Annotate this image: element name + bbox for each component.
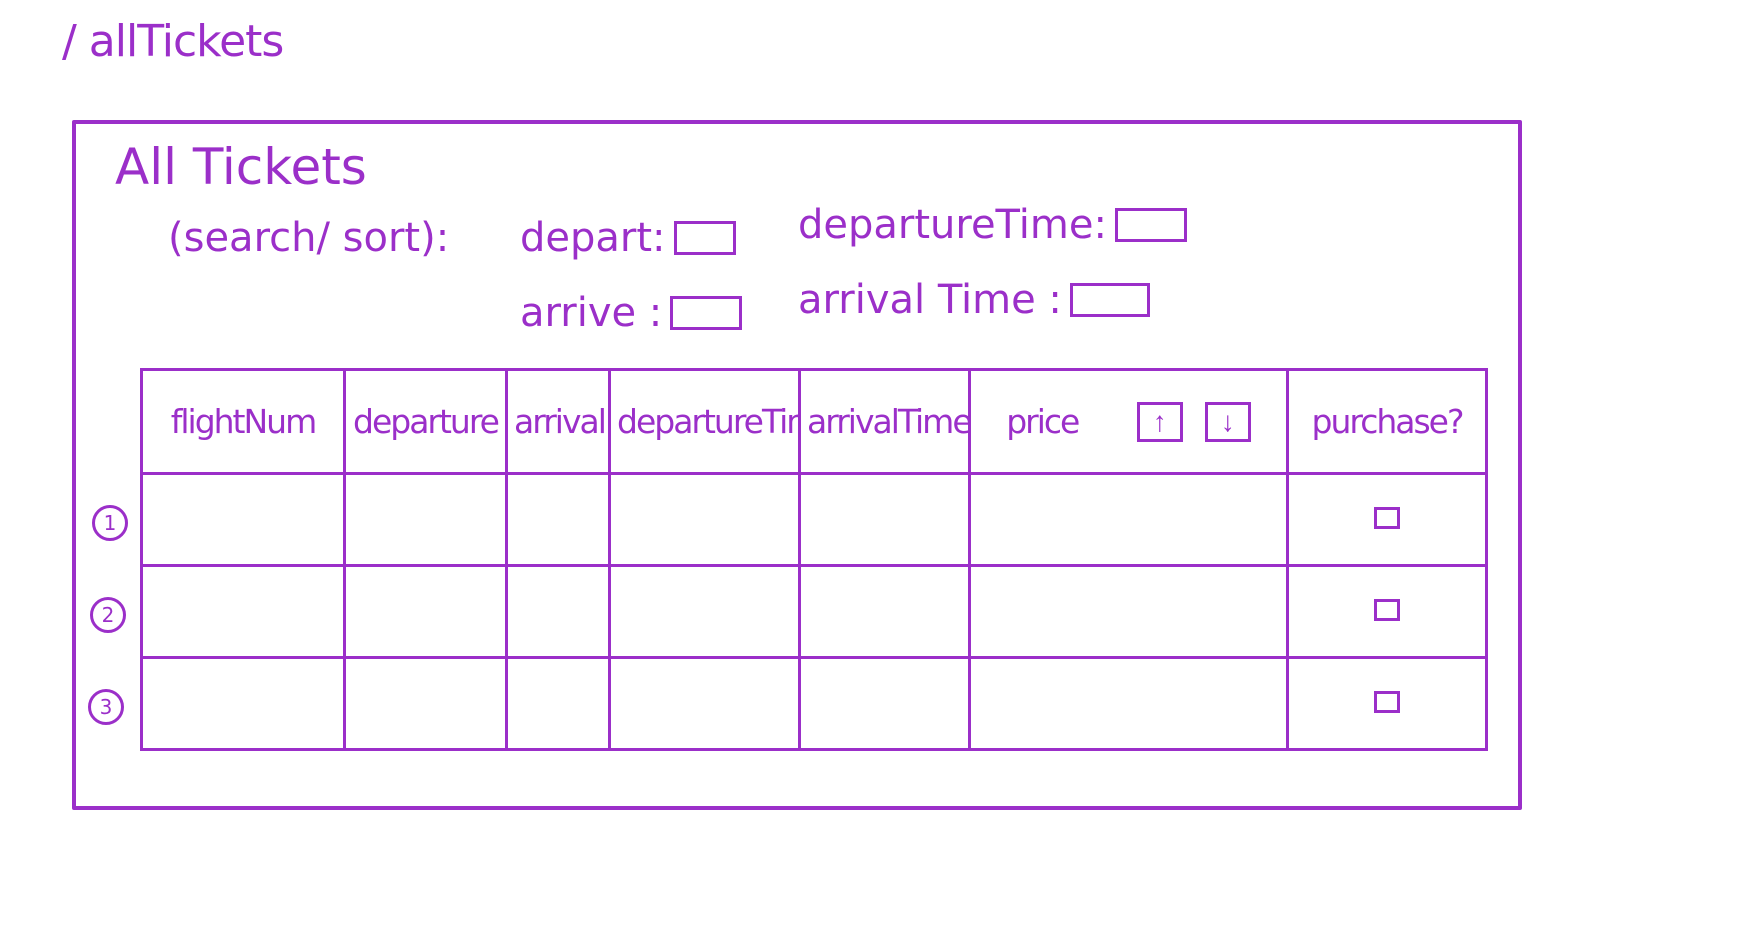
page-title: All Tickets bbox=[115, 138, 367, 196]
purchase-checkbox[interactable] bbox=[1374, 690, 1400, 713]
route-label: / allTickets bbox=[62, 16, 284, 67]
table-row bbox=[140, 472, 1488, 567]
cell-arrival-time bbox=[798, 564, 971, 659]
arrive-field: arrive : bbox=[520, 290, 743, 336]
cell-price bbox=[968, 656, 1289, 751]
header-arrival-time: arrivalTime bbox=[798, 368, 971, 475]
purchase-checkbox[interactable] bbox=[1374, 506, 1400, 529]
departure-time-field: departureTime: bbox=[798, 205, 1187, 245]
cell-arrival bbox=[505, 472, 611, 567]
header-purchase: purchase? bbox=[1286, 368, 1488, 475]
cell-price bbox=[968, 564, 1289, 659]
search-sort-label: (search/ sort): bbox=[168, 215, 450, 261]
table-row bbox=[140, 656, 1488, 751]
depart-label: depart: bbox=[520, 215, 666, 261]
sort-price-ascending-button[interactable]: ↑ bbox=[1136, 401, 1183, 442]
cell-flight-num bbox=[140, 564, 346, 659]
price-header-content: price ↑ ↓ bbox=[977, 401, 1280, 442]
arrow-down-icon: ↓ bbox=[1220, 405, 1235, 437]
sort-price-descending-button[interactable]: ↓ bbox=[1204, 401, 1251, 442]
cell-flight-num bbox=[140, 656, 346, 751]
header-price-label: price bbox=[1006, 402, 1080, 441]
row-number-3: 3 bbox=[88, 689, 124, 725]
cell-departure-time bbox=[608, 656, 801, 751]
cell-departure bbox=[343, 656, 508, 751]
arrival-time-label: arrival Time : bbox=[798, 277, 1062, 323]
cell-purchase bbox=[1286, 656, 1488, 751]
tickets-table: flightNum departure arrival departureTim… bbox=[140, 368, 1488, 751]
row-number-1: 1 bbox=[92, 505, 128, 541]
depart-field: depart: bbox=[520, 218, 736, 258]
arrive-input[interactable] bbox=[670, 296, 743, 330]
arrive-label: arrive : bbox=[520, 290, 663, 336]
depart-input[interactable] bbox=[673, 221, 736, 255]
purchase-checkbox[interactable] bbox=[1374, 598, 1400, 621]
cell-purchase bbox=[1286, 564, 1488, 659]
arrival-time-field: arrival Time : bbox=[798, 280, 1150, 320]
header-price: price ↑ ↓ bbox=[968, 368, 1289, 475]
arrival-time-input[interactable] bbox=[1069, 283, 1150, 317]
cell-departure bbox=[343, 472, 508, 567]
departure-time-input[interactable] bbox=[1114, 208, 1187, 242]
cell-arrival bbox=[505, 656, 611, 751]
departure-time-label: departureTime: bbox=[798, 202, 1107, 248]
cell-flight-num bbox=[140, 472, 346, 567]
arrow-up-icon: ↑ bbox=[1152, 405, 1167, 437]
header-departure: departure bbox=[343, 368, 508, 475]
header-arrival: arrival bbox=[505, 368, 611, 475]
row-number-2: 2 bbox=[90, 597, 126, 633]
cell-price bbox=[968, 472, 1289, 567]
cell-departure-time bbox=[608, 564, 801, 659]
page-frame bbox=[72, 120, 1522, 810]
table-row bbox=[140, 564, 1488, 659]
cell-arrival bbox=[505, 564, 611, 659]
header-departure-time: departureTime bbox=[608, 368, 801, 475]
cell-departure-time bbox=[608, 472, 801, 567]
cell-departure bbox=[343, 564, 508, 659]
cell-arrival-time bbox=[798, 472, 971, 567]
header-flight-num: flightNum bbox=[140, 368, 346, 475]
table-header-row: flightNum departure arrival departureTim… bbox=[140, 368, 1488, 475]
cell-arrival-time bbox=[798, 656, 971, 751]
cell-purchase bbox=[1286, 472, 1488, 567]
